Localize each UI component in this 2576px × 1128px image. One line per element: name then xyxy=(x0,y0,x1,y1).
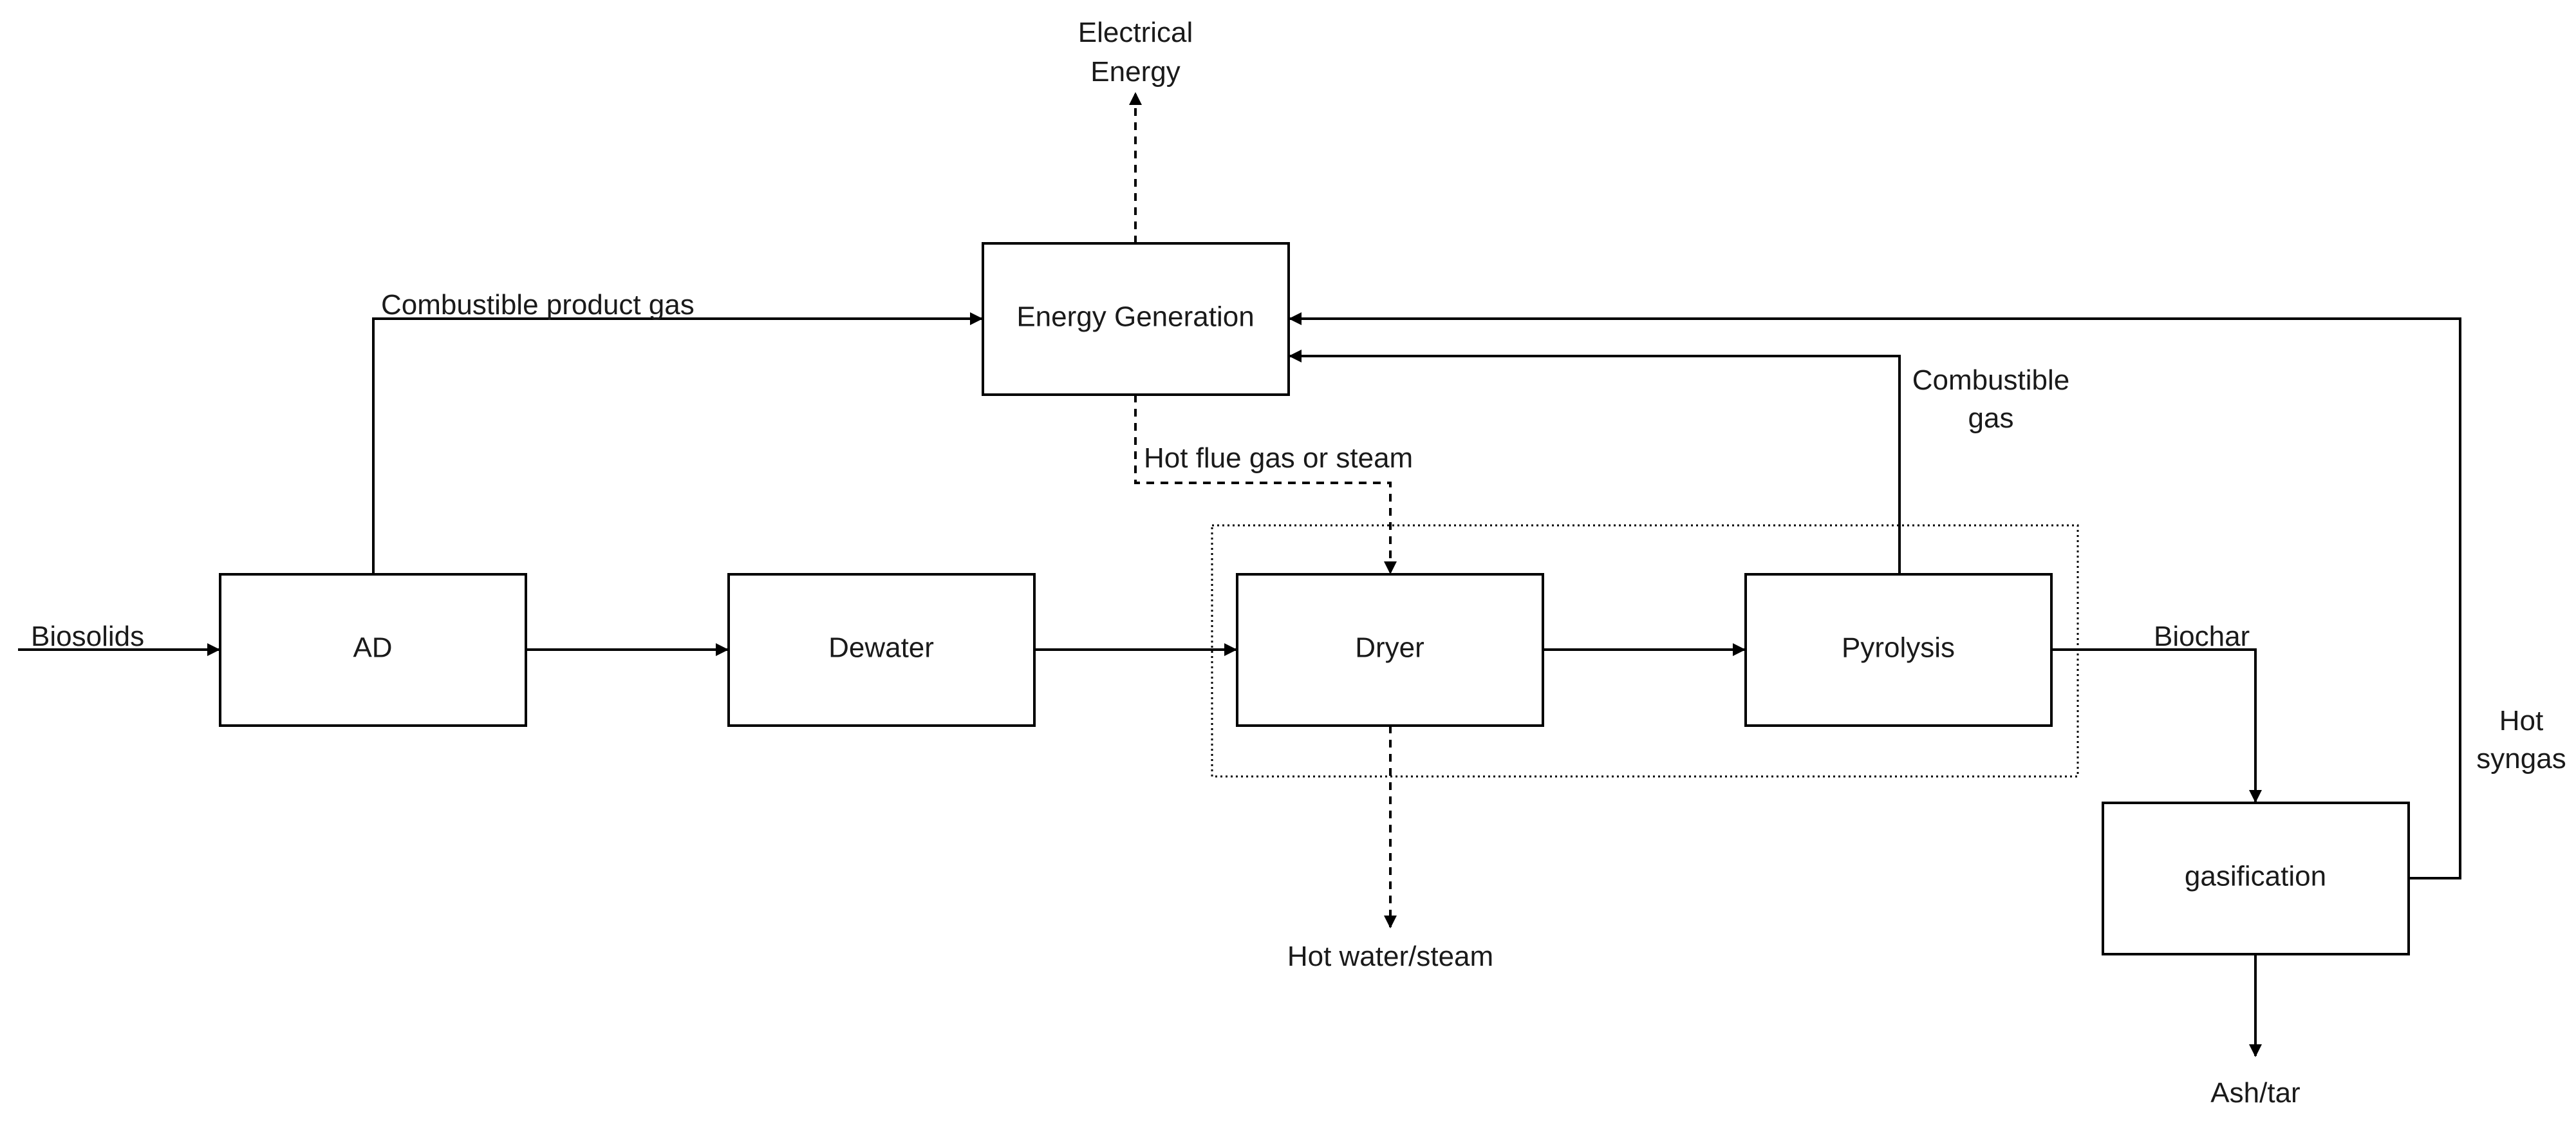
hot-water-steam-label: Hot water/steam xyxy=(1287,941,1493,972)
dewater-label: Dewater xyxy=(828,632,934,664)
combustible-gas-label-line2: gas xyxy=(1968,402,2014,434)
gasification-label: gasification xyxy=(2185,861,2326,892)
pyrolysis-label: Pyrolysis xyxy=(1842,632,1955,664)
energy-generation-label: Energy Generation xyxy=(1016,301,1254,333)
dewater-box xyxy=(727,573,1036,727)
electrical-energy-label-line2: Energy xyxy=(1090,56,1180,88)
dryer-label: Dryer xyxy=(1355,632,1424,664)
combustible-gas-label-line1: Combustible xyxy=(1912,364,2070,396)
energy-to-dryer-arrow xyxy=(1134,395,1397,574)
ash-tar-label: Ash/tar xyxy=(2210,1077,2300,1109)
biochar-label: Biochar xyxy=(2154,621,2250,652)
hot-flue-gas-label: Hot flue gas or steam xyxy=(1144,442,1413,474)
biosolids-label: Biosolids xyxy=(31,621,144,652)
hot-syngas-label-line1: Hot xyxy=(2499,705,2543,737)
pyrolysis-to-gasification-arrow xyxy=(2051,648,2262,803)
pyrolysis-to-energy-arrow xyxy=(1289,350,1901,574)
combustible-product-gas-label: Combustible product gas xyxy=(381,289,695,321)
gasification-to-energy-arrow xyxy=(1289,312,2461,879)
gasification-box xyxy=(2102,802,2410,955)
ad-to-energy-arrow xyxy=(372,312,983,574)
electrical-energy-label-line1: Electrical xyxy=(1078,17,1193,48)
hot-syngas-label-line2: syngas xyxy=(2476,743,2566,775)
ad-label: AD xyxy=(353,632,392,664)
